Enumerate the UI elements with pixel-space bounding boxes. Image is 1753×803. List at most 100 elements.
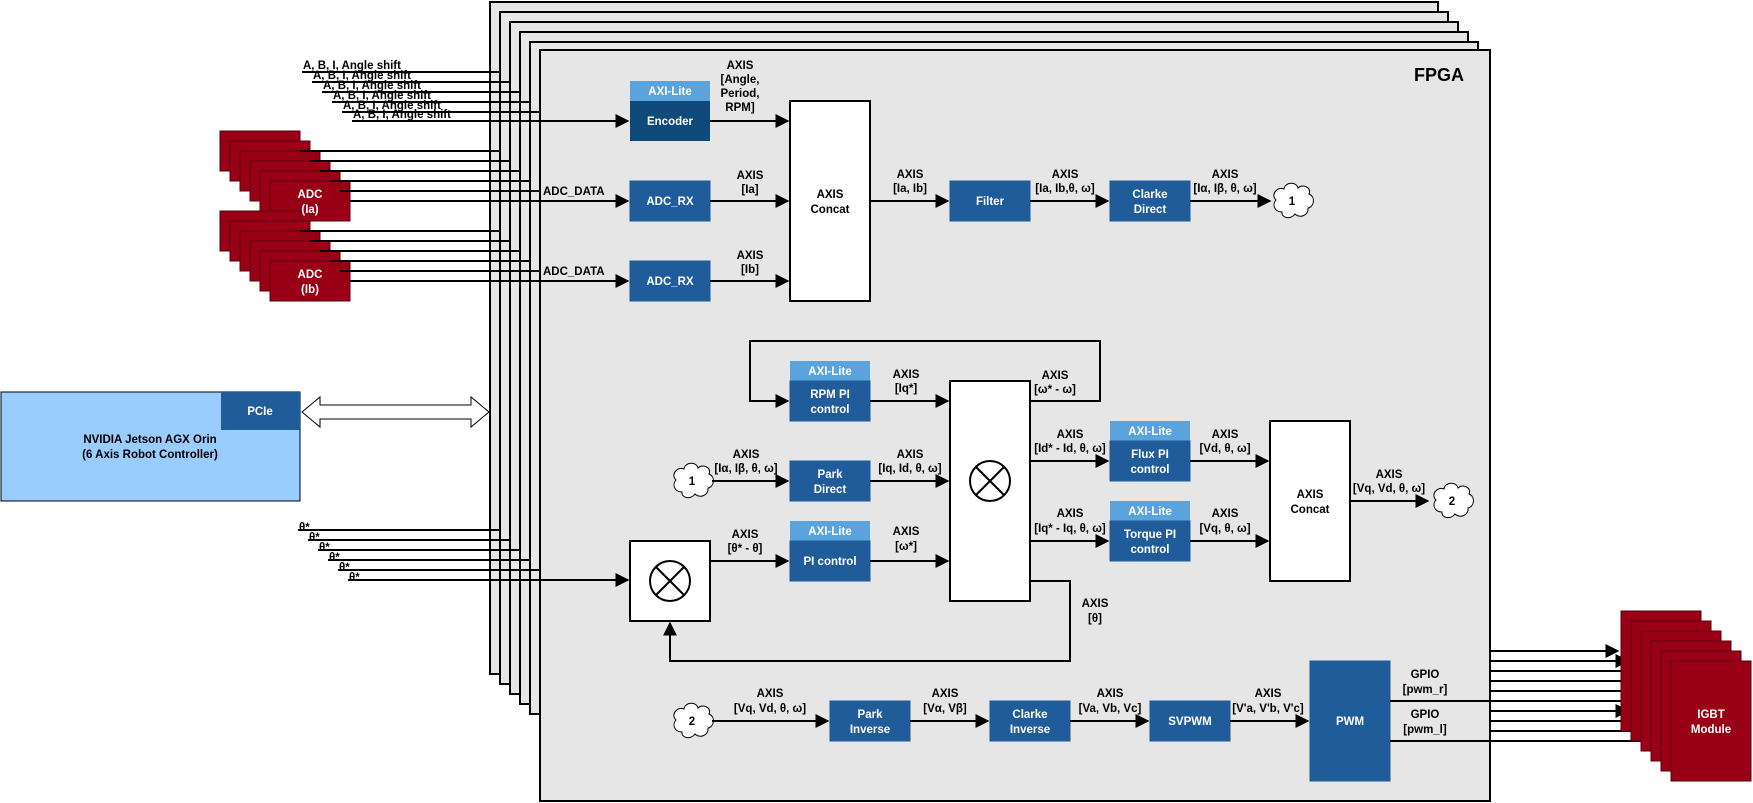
connector-2-label: 2 (689, 716, 695, 728)
host-subtitle: (6 Axis Robot Controller) (82, 449, 218, 461)
encoder-axi-lite-label: AXI-Lite (648, 86, 691, 98)
ia-axis-label: AXIS (737, 170, 764, 182)
theta-ref-label: θ* (309, 532, 320, 544)
jetson-host: PCIe NVIDIA Jetson AGX Orin (6 Axis Robo… (0, 391, 301, 502)
connector-1-label: 1 (689, 476, 696, 488)
concat-label: AXIS (817, 189, 844, 201)
flux-pi-axi-lite-label: AXI-Lite (1128, 426, 1171, 438)
fpga-title: FPGA (1414, 65, 1464, 85)
rpm-pi-label: RPM PI (810, 389, 850, 401)
encoder-block: AXI-Lite Encoder (630, 81, 710, 141)
park-in-axis: AXIS (733, 449, 760, 461)
q-err-axis: AXIS (1057, 508, 1084, 520)
connector-1-label: 1 (1289, 196, 1296, 208)
angle-summing-junction (629, 540, 711, 622)
concat-sublabel: Concat (1291, 504, 1330, 516)
speed-err-signal: [ω* - ω] (1034, 384, 1076, 396)
pi-control-axi-lite-label: AXI-Lite (808, 526, 851, 538)
theta-fb-signal: [θ] (1088, 613, 1102, 625)
encoder-out-angle: [Angle, (721, 74, 760, 86)
encoder-label: Encoder (647, 116, 694, 128)
clarke-inverse-block: Clarke Inverse (989, 700, 1071, 742)
theta-fb-axis: AXIS (1082, 598, 1109, 610)
clarke-out-axis: AXIS (1212, 169, 1239, 181)
torque-pi-axi-lite-label: AXI-Lite (1128, 506, 1171, 518)
clarke-inverse-sublabel: Inverse (1010, 724, 1050, 736)
theta-ref-inputs: θ* θ* θ* θ* θ* θ* (298, 522, 630, 587)
igbt-module-stack: IGBT Module (1620, 610, 1752, 782)
torque-pi-label: Torque PI (1124, 529, 1176, 541)
current-summing-junction (949, 380, 1031, 602)
axis-concat-1-block: AXIS Concat (789, 100, 871, 302)
encoder-out-rpm: RPM] (725, 102, 755, 114)
torque-pi-block: AXI-Lite Torque PI control (1109, 501, 1191, 562)
adc-ib-sublabel: (Ib) (301, 284, 319, 296)
theta-ref-label: θ* (339, 562, 350, 574)
concat-label: AXIS (1297, 489, 1324, 501)
svpwm-label: SVPWM (1168, 716, 1211, 728)
gpio-r-label: GPIO (1411, 669, 1440, 681)
adc-rx-ib-block: ADC_RX (629, 260, 711, 302)
connector-1-out: 1 (1273, 182, 1314, 219)
torque-out-axis: AXIS (1212, 508, 1239, 520)
flux-pi-label: Flux PI (1131, 449, 1169, 461)
clarke-direct-label: Clarke (1132, 189, 1167, 201)
igbt-label: IGBT (1697, 709, 1724, 721)
axis-concat-2-block: AXIS Concat (1269, 420, 1351, 582)
igbt-module-block (1670, 660, 1752, 782)
park-direct-sublabel: Direct (814, 484, 847, 496)
host-name: NVIDIA Jetson AGX Orin (83, 434, 216, 446)
iq-ref-signal: [Iq*] (895, 383, 918, 395)
park-direct-block: Park Direct (789, 460, 871, 502)
park-inv-out-axis: AXIS (932, 688, 959, 700)
adc-ib-stack: ADC (Ib) ADC_DATA (219, 210, 630, 302)
park-inv-in-signal: [Vq, Vd, θ, ω] (734, 703, 806, 715)
adc-ib-label: ADC (298, 269, 323, 281)
park-inverse-sublabel: Inverse (850, 724, 890, 736)
theta-ref-label: θ* (349, 572, 360, 584)
park-inv-out-signal: [Vα, Vβ] (923, 703, 967, 715)
pwm-label: PWM (1336, 716, 1364, 728)
connector-2-label: 2 (1449, 496, 1455, 508)
encoder-signal-label: A, B, I, Angle shift (303, 60, 401, 72)
theta-ref-label: θ* (329, 552, 340, 564)
theta-ref-label: θ* (299, 522, 310, 534)
flux-out-axis: AXIS (1212, 429, 1239, 441)
flux-pi-sublabel: control (1131, 464, 1170, 476)
adc-ia-label: ADC (298, 189, 323, 201)
clarke-inverse-label: Clarke (1012, 709, 1047, 721)
adc-data-label: ADC_DATA (543, 266, 605, 278)
adc-ib-block (269, 260, 351, 302)
concat-sublabel: Concat (811, 204, 850, 216)
park-in-signal: [Iα, Iβ, θ, ω] (714, 463, 777, 475)
encoder-signal-label: A, B, I, Angle shift (343, 100, 441, 112)
rpm-pi-axi-lite-label: AXI-Lite (808, 366, 851, 378)
park-out-signal: [Iq, Id, θ, ω] (878, 463, 941, 475)
concat-out-signal: [Ia, Ib] (893, 183, 927, 195)
filter-block: Filter (949, 180, 1031, 222)
park-out-axis: AXIS (897, 449, 924, 461)
adc-data-label: ADC_DATA (543, 186, 605, 198)
clarke-inv-out-axis: AXIS (1097, 688, 1124, 700)
gpio-l-label: GPIO (1411, 709, 1440, 721)
rpm-pi-block: AXI-Lite RPM PI control (789, 361, 871, 422)
omega-ref-axis: AXIS (893, 526, 920, 538)
adc-rx-label: ADC_RX (646, 276, 694, 288)
clarke-direct-sublabel: Direct (1134, 204, 1167, 216)
adc-rx-ia-block: ADC_RX (629, 180, 711, 222)
ib-axis-label: AXIS (737, 250, 764, 262)
ia-signal-label: [Ia] (741, 184, 758, 196)
torque-out-signal: [Vq, θ, ω] (1199, 523, 1250, 535)
adc-rx-label: ADC_RX (646, 196, 694, 208)
concat2-out-axis: AXIS (1376, 469, 1403, 481)
clarke-out-signal: [Iα, Iβ, θ, ω] (1193, 183, 1256, 195)
encoder-signal-label: A, B, I, Angle shift (353, 109, 451, 121)
encoder-signal-label: A, B, I, Angle shift (313, 70, 411, 82)
igbt-sublabel: Module (1691, 724, 1731, 736)
flux-pi-block: AXI-Lite Flux PI control (1109, 421, 1191, 482)
clarke-inv-out-signal: [Va, Vb, Vc] (1079, 703, 1142, 715)
filter-out-signal: [Ia, Ib,θ, ω] (1035, 183, 1095, 195)
park-inv-in-axis: AXIS (757, 688, 784, 700)
d-err-signal: [Id* - Id, θ, ω] (1034, 443, 1106, 455)
